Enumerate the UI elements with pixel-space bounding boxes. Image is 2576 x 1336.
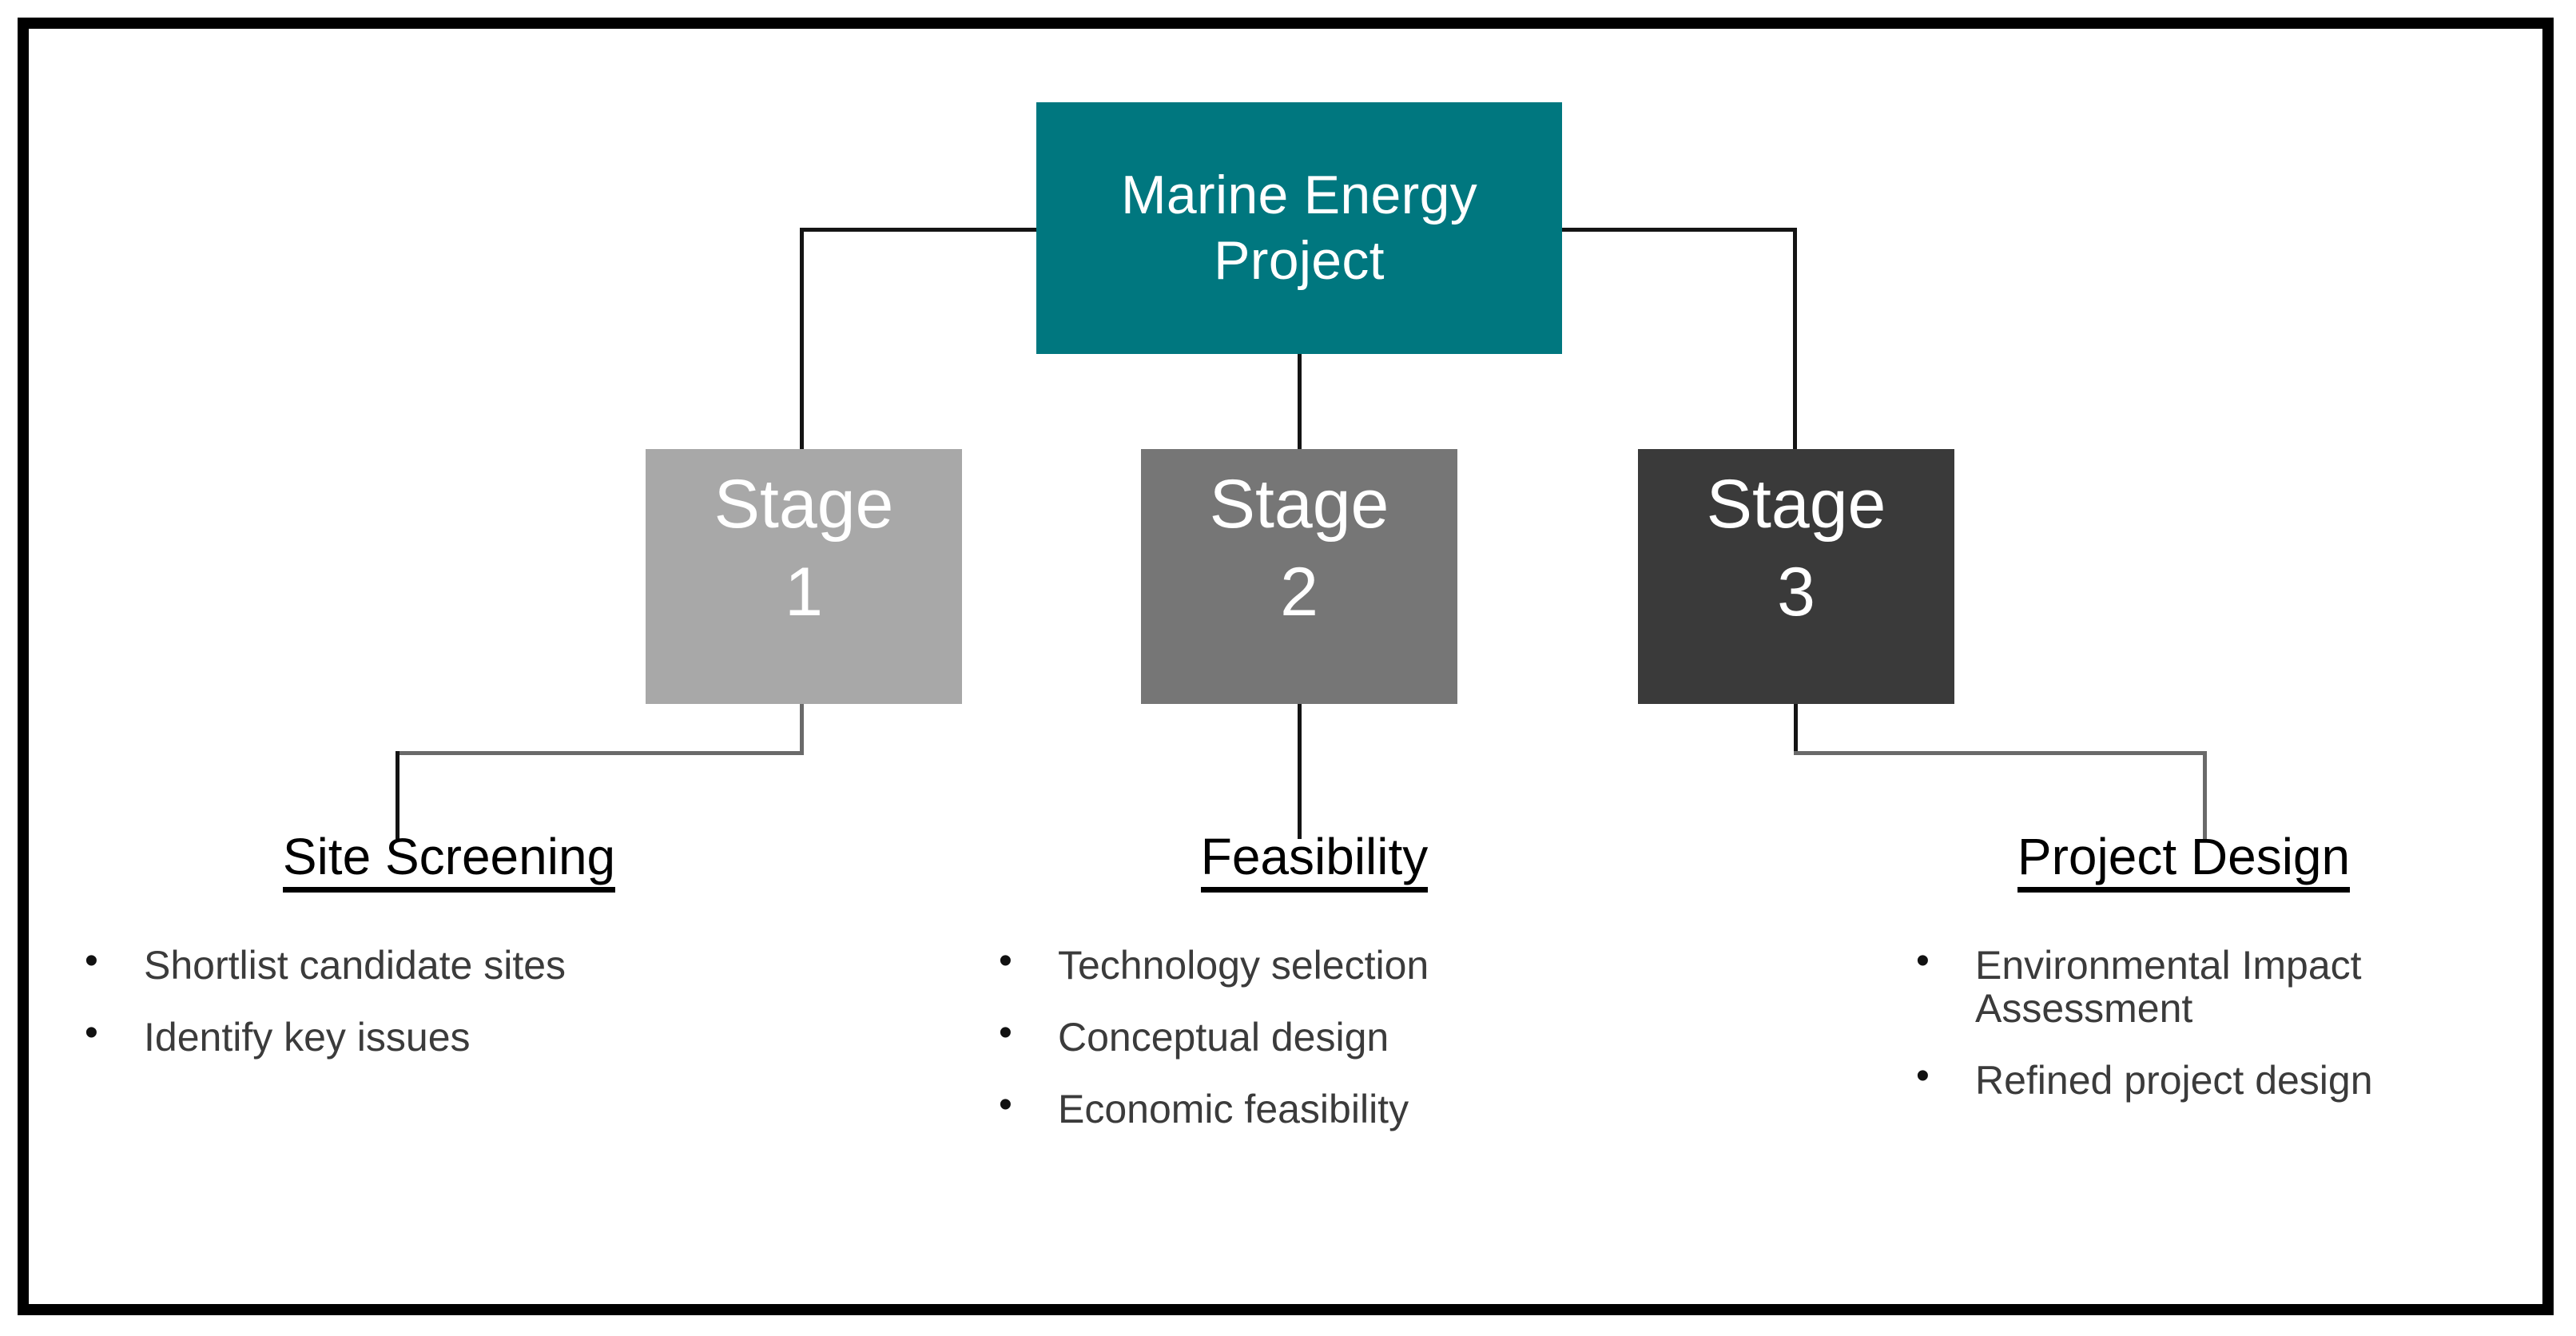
stage-node-2[interactable]: Stage 2 [1141, 449, 1457, 704]
stage-3-number: 3 [1777, 554, 1815, 631]
stage-3-label: Stage [1706, 466, 1886, 543]
connector-root-to-stage1-vertical [800, 228, 804, 451]
column-1-bullet-list: Shortlist candidate sites Identify key i… [48, 940, 831, 1059]
list-item: Conceptual design [962, 1012, 1702, 1059]
column-site-screening: Site Screening Shortlist candidate sites… [48, 831, 831, 1087]
stage-1-label: Stage [714, 466, 894, 543]
connector-root-to-stage3-vertical [1793, 228, 1797, 451]
list-item: Environmental Impact Assessment [1879, 940, 2517, 1030]
list-item: Identify key issues [48, 1012, 831, 1059]
stage-1-number: 1 [785, 554, 823, 631]
connector-stage1-drop [800, 704, 804, 753]
connector-stage1-to-column1 [396, 751, 400, 839]
stage-node-3[interactable]: Stage 3 [1638, 449, 1954, 704]
connector-stage3-horizontal [1794, 751, 2207, 755]
column-2-bullet-list: Technology selection Conceptual design E… [962, 940, 1702, 1131]
list-item: Economic feasibility [962, 1084, 1702, 1131]
stage-node-1[interactable]: Stage 1 [646, 449, 962, 704]
list-item: Refined project design [1879, 1056, 2517, 1102]
column-3-heading: Project Design [1830, 831, 2517, 893]
connector-stage3-drop [1794, 704, 1798, 753]
connector-root-to-stage1-horizontal [801, 228, 1038, 232]
connector-root-to-stage3-horizontal [1562, 228, 1797, 232]
list-item: Shortlist candidate sites [48, 940, 831, 987]
connector-stage2-to-column2 [1298, 704, 1302, 839]
column-2-heading-text: Feasibility [1200, 831, 1429, 893]
column-feasibility: Feasibility Technology selection Concept… [919, 831, 1702, 1159]
stage-2-label: Stage [1209, 466, 1389, 543]
column-1-heading: Site Screening [48, 831, 831, 893]
column-1-heading-text: Site Screening [282, 831, 616, 893]
list-item: Technology selection [962, 940, 1702, 987]
connector-root-to-stage2-vertical [1298, 354, 1302, 451]
column-3-heading-text: Project Design [2017, 831, 2351, 893]
column-3-bullet-list: Environmental Impact Assessment Refined … [1879, 940, 2517, 1102]
outer-border [18, 18, 2554, 1315]
column-project-design: Project Design Environmental Impact Asse… [1830, 831, 2517, 1131]
root-node-line-1: Marine Energy [1120, 164, 1478, 225]
column-2-heading: Feasibility [919, 831, 1702, 893]
root-node-marine-energy-project[interactable]: Marine Energy Project [1036, 102, 1562, 354]
stage-2-number: 2 [1280, 554, 1318, 631]
connector-stage3-to-column3 [2203, 751, 2207, 839]
root-node-line-2: Project [1214, 229, 1385, 291]
connector-stage1-horizontal [396, 751, 804, 755]
